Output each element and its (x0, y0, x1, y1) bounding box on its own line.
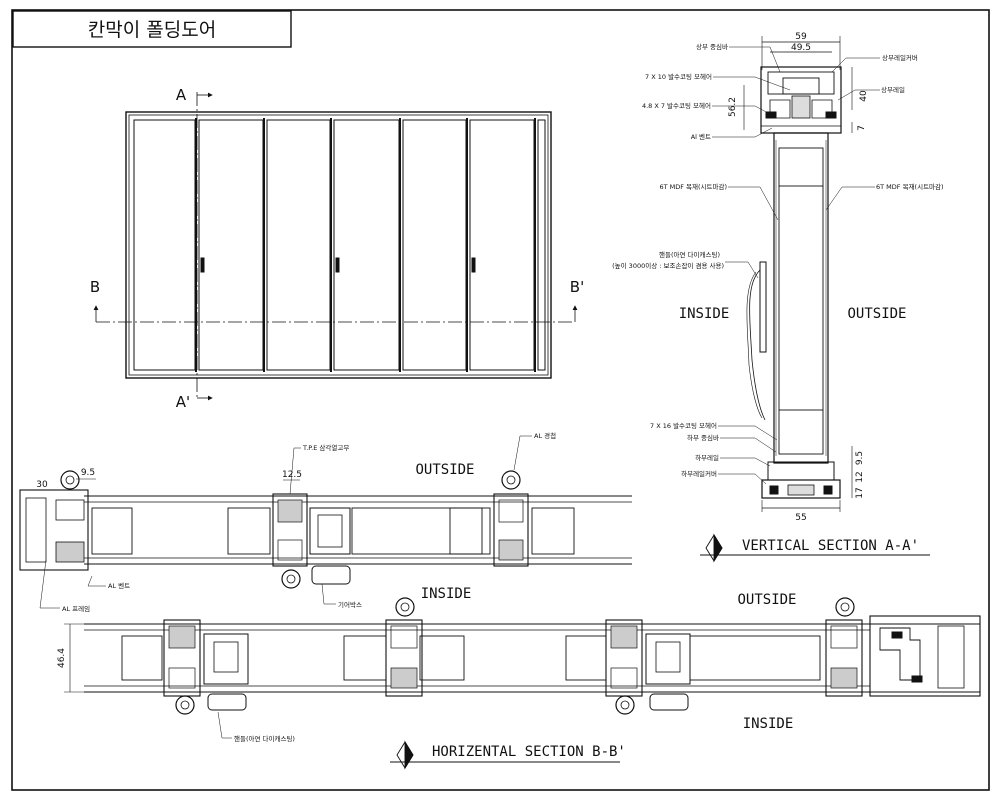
front-elevation (93, 92, 578, 401)
label-mdf-right: 6T MDF 목재(시트마감) (876, 182, 944, 191)
dim-bottom-9: 9.5 (855, 451, 865, 465)
section-marker-a: A (176, 86, 187, 104)
dim-right-40: 40 (859, 90, 869, 102)
section-marker-a-prime: A' (176, 393, 190, 411)
label-handle-line2: (높이 3000이상 : 보조손잡이 겸용 사용) (612, 261, 724, 270)
label-gasket-7x16: 7 X 16 발수코팅 모헤어 (650, 421, 717, 430)
label-hinge: AL 경첩 (534, 431, 556, 440)
dim-bottom-17: 17 (855, 487, 865, 498)
label-gasket-48x7: 4.8 X 7 발수코팅 모헤어 (642, 101, 711, 110)
section-marker-b-prime: B' (570, 278, 584, 296)
label-al-vent-h: AL 벤트 (108, 581, 130, 590)
label-top-rail: 상부레일 (881, 85, 905, 94)
dim-top-outer: 59 (795, 32, 807, 42)
label-inside-h2: INSIDE (743, 716, 794, 732)
handle-icon (335, 257, 340, 273)
label-bottom-rail-cover: 하부레일커버 (681, 469, 717, 478)
title-block: 칸막이 폴딩도어 (12, 10, 292, 48)
section-symbol-icon (700, 533, 930, 563)
label-mdf-left: 6T MDF 목재(시트마감) (659, 182, 727, 191)
dim-top-inner: 49.5 (791, 43, 811, 53)
label-inside-v: INSIDE (679, 306, 730, 322)
label-al-vent-v: Al 벤트 (691, 132, 711, 141)
label-bottom-stile: 하부 중심바 (687, 433, 719, 442)
label-outside-v: OUTSIDE (847, 306, 906, 322)
handle-icon (200, 257, 205, 273)
label-gasket-7x10: 7 X 10 발수코팅 모헤어 (645, 72, 712, 81)
dim-9-5: 9.5 (81, 468, 95, 478)
vertical-section-drawing (712, 36, 880, 512)
caption-vertical-section: VERTICAL SECTION A-A' (742, 538, 919, 554)
dim-right-7: 7 (857, 125, 867, 131)
dim-left-56: 56.2 (728, 97, 738, 117)
section-marker-b: B (90, 278, 100, 296)
label-tpe: T.P.E 삼각열고무 (302, 443, 349, 452)
label-handle-h: 핸들(아연 다이캐스팅) (234, 734, 295, 743)
horizontal-section-row2 (64, 597, 981, 739)
dim-12-5: 12.5 (282, 470, 302, 480)
handle-icon (471, 257, 476, 273)
caption-horizontal-section: HORIZENTAL SECTION B-B' (432, 744, 626, 760)
label-top-rail-cover: 상부레일커버 (882, 53, 918, 62)
dim-bottom-12: 12 (855, 471, 865, 482)
label-outside-h2: OUTSIDE (737, 592, 796, 608)
dim-46-4: 46.4 (57, 648, 67, 668)
dim-30: 30 (36, 480, 48, 490)
horizontal-section-row1 (19, 435, 632, 609)
label-bottom-rail: 하부레일 (695, 453, 719, 462)
label-handle-line1: 핸들(아연 다이캐스팅) (659, 250, 720, 259)
sheet-border (11, 9, 990, 791)
label-gearbox: 기어박스 (338, 600, 362, 609)
section-symbol-icon (390, 740, 620, 770)
label-outside-h1: OUTSIDE (415, 462, 474, 478)
label-inside-h1: INSIDE (421, 586, 472, 602)
dim-bottom-width: 55 (795, 513, 806, 523)
page-title: 칸막이 폴딩도어 (88, 19, 216, 41)
label-al-frame: AL 프레임 (62, 604, 90, 613)
label-top-stile: 상부 중심바 (696, 42, 728, 51)
